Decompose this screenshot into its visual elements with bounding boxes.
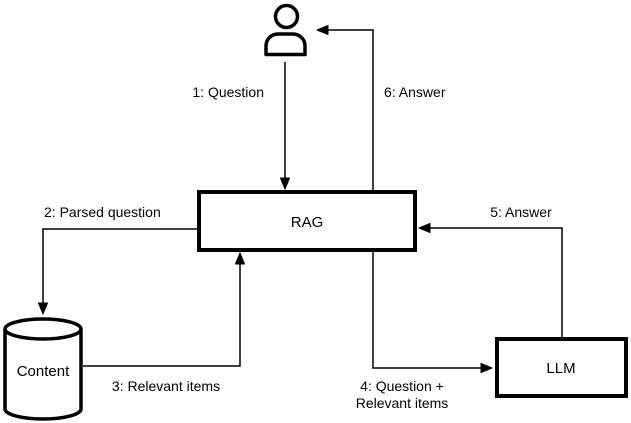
person-icon <box>273 3 300 30</box>
content-node: Content <box>3 317 83 421</box>
edge-2-line <box>42 228 197 305</box>
llm-node: LLM <box>495 337 628 398</box>
edge-6-answer: 6: Answer <box>316 25 446 190</box>
edge-6-label: 6: Answer <box>384 84 446 100</box>
content-label: Content <box>17 363 70 380</box>
edge-2-label: 2: Parsed question <box>44 204 161 220</box>
edge-6-arrowhead-icon <box>316 25 329 35</box>
edge-5-line <box>428 227 563 337</box>
edge-4-label-line2: Relevant items <box>356 395 449 411</box>
rag-box <box>197 190 417 252</box>
edge-4-arrowhead-icon <box>480 363 493 373</box>
edge-6-line <box>326 29 374 190</box>
edge-4-question-relevant-items: 4: Question + Relevant items <box>356 252 493 411</box>
edge-2-parsed-question: 2: Parsed question <box>38 204 197 315</box>
llm-label: LLM <box>546 360 575 377</box>
edge-1-label: 1: Question <box>192 84 264 100</box>
edge-5-label: 5: Answer <box>490 204 552 220</box>
edge-5-arrowhead-icon <box>418 223 431 233</box>
edge-3-arrowhead-icon <box>235 252 245 265</box>
content-cylinder <box>3 317 83 421</box>
edge-4-label-line1: 4: Question + <box>360 378 444 394</box>
person-icon <box>264 32 307 57</box>
edge-3-relevant-items: 3: Relevant items <box>83 252 245 394</box>
rag-node: RAG <box>197 190 417 252</box>
edge-3-line <box>83 262 241 367</box>
edge-3-label: 3: Relevant items <box>112 378 220 394</box>
edge-4-line <box>372 252 483 369</box>
actor-node <box>264 3 307 57</box>
edge-1-arrowhead-icon <box>280 177 290 190</box>
edge-2-arrowhead-icon <box>38 302 48 315</box>
rag-label: RAG <box>291 214 324 231</box>
edge-1-question: 1: Question <box>192 62 290 190</box>
llm-box <box>495 337 628 398</box>
edge-5-answer: 5: Answer <box>418 204 563 337</box>
